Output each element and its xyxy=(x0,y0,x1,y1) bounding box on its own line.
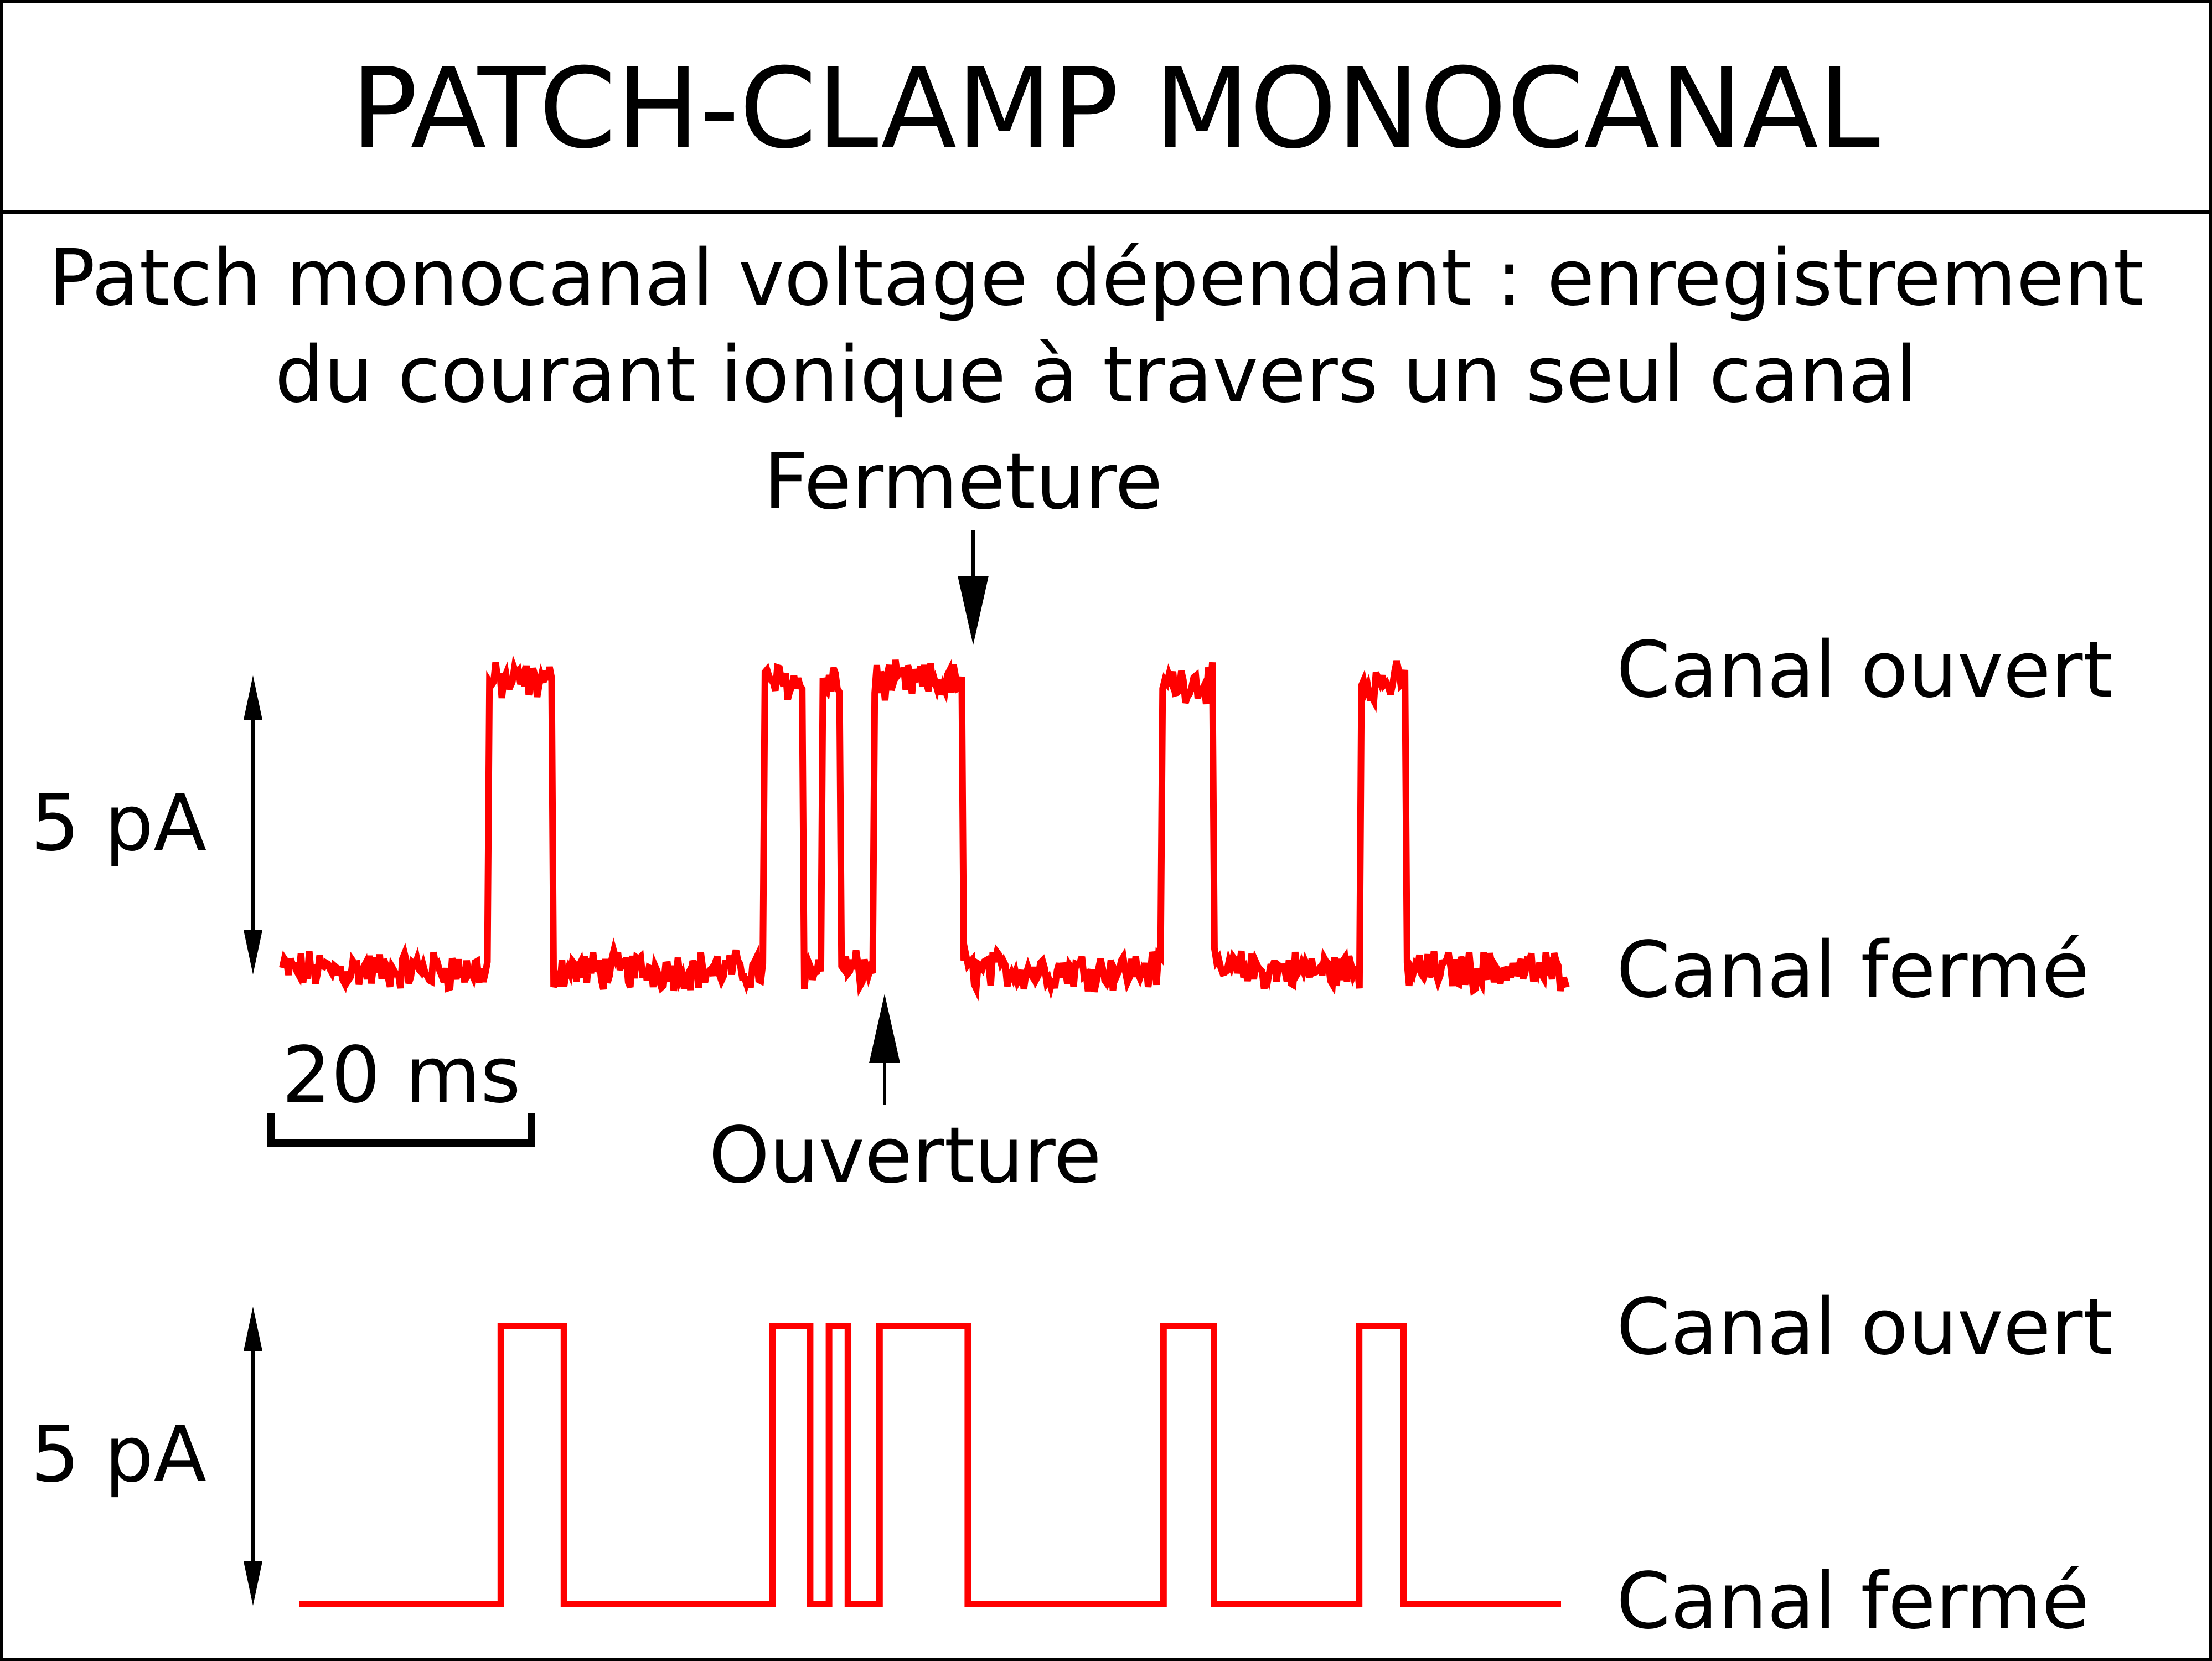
closing-arrow xyxy=(958,530,989,645)
idealized-current-trace xyxy=(299,1323,1561,1607)
opening-arrow xyxy=(869,994,900,1105)
time-scale-label: 20 ms xyxy=(282,1030,521,1121)
closing-label: Fermeture xyxy=(764,437,1163,527)
subtitle-line-2: du courant ionique à travers un seul can… xyxy=(275,330,1917,420)
open-state-label-ideal: Canal ouvert xyxy=(1616,1282,2113,1373)
raw-current-trace xyxy=(279,655,1570,1002)
current-scale-arrow-ideal xyxy=(244,1307,262,1606)
current-scale-label-raw: 5 pA xyxy=(30,778,206,869)
opening-label: Ouverture xyxy=(709,1111,1102,1201)
figure-title: PATCH-CLAMP MONOCANAL xyxy=(351,44,1880,173)
current-scale-label-ideal: 5 pA xyxy=(30,1410,206,1500)
current-scale-arrow-raw xyxy=(244,675,262,974)
closed-state-label-raw: Canal fermé xyxy=(1616,925,2090,1015)
closed-state-label-ideal: Canal fermé xyxy=(1616,1556,2090,1647)
subtitle-line-1: Patch monocanal voltage dépendant : enre… xyxy=(49,233,2144,323)
time-scale-bar xyxy=(267,1113,535,1147)
open-state-label-raw: Canal ouvert xyxy=(1616,625,2113,715)
